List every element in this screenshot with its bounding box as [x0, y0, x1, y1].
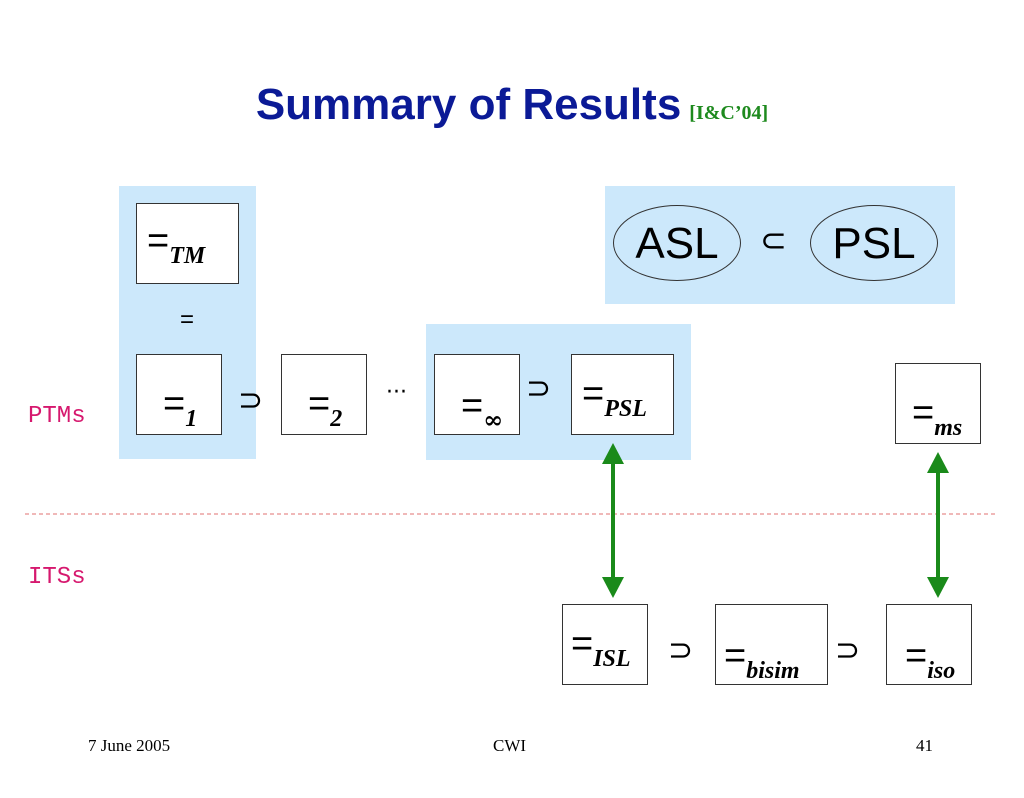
footer-date: 7 June 2005: [88, 736, 171, 755]
psl-ellipse: [810, 205, 938, 281]
asl-label: ASL: [635, 219, 719, 268]
eq-1-box: =1: [136, 354, 222, 435]
eq-psl-box: =PSL: [571, 354, 674, 435]
eq-bisim: =bisim: [724, 635, 800, 684]
eq-2: =2: [308, 383, 343, 432]
eq-isl-box: =ISL: [562, 604, 648, 685]
supset-1-2: ⊃: [238, 383, 264, 418]
row-label-itss: ITSs: [28, 564, 86, 591]
asl-ellipse: [613, 205, 741, 281]
eq-2-box: =2: [281, 354, 367, 435]
supset-isl-bisim: ⊃: [668, 633, 694, 668]
equals-connector: =: [180, 306, 195, 333]
eq-iso: =iso: [905, 635, 956, 684]
arrow-ms-iso: [927, 452, 949, 598]
eq-tm: =TM: [147, 220, 206, 269]
footer-org: CWI: [493, 736, 527, 755]
eq-tm-box: =TM: [136, 203, 239, 284]
ellipsis: ···: [386, 380, 407, 405]
footer-page-number: 41: [916, 736, 933, 755]
eq-ms-box: =ms: [895, 363, 981, 444]
eq-ms: =ms: [912, 392, 963, 441]
title-main: Summary of Results: [255, 80, 682, 129]
title-citation: [I&C’04]: [689, 102, 769, 124]
row-label-ptms: PTMs: [28, 403, 86, 430]
eq-iso-box: =iso: [886, 604, 972, 685]
subset-symbol: ⊂: [760, 221, 787, 259]
arrow-psl-isl: [602, 443, 624, 598]
eq-inf-box: =∞: [434, 354, 520, 435]
eq-1: =1: [163, 383, 198, 432]
eq-bisim-box: =bisim: [715, 604, 828, 685]
eq-psl: =PSL: [582, 373, 647, 422]
psl-logic-label: PSL: [832, 219, 916, 268]
supset-bisim-iso: ⊃: [835, 633, 861, 668]
supset-inf-psl: ⊃: [526, 371, 552, 406]
eq-isl: =ISL: [571, 623, 631, 672]
slide-title: Summary of Results [I&C’04]: [0, 80, 1024, 130]
eq-inf: =∞: [461, 385, 504, 434]
